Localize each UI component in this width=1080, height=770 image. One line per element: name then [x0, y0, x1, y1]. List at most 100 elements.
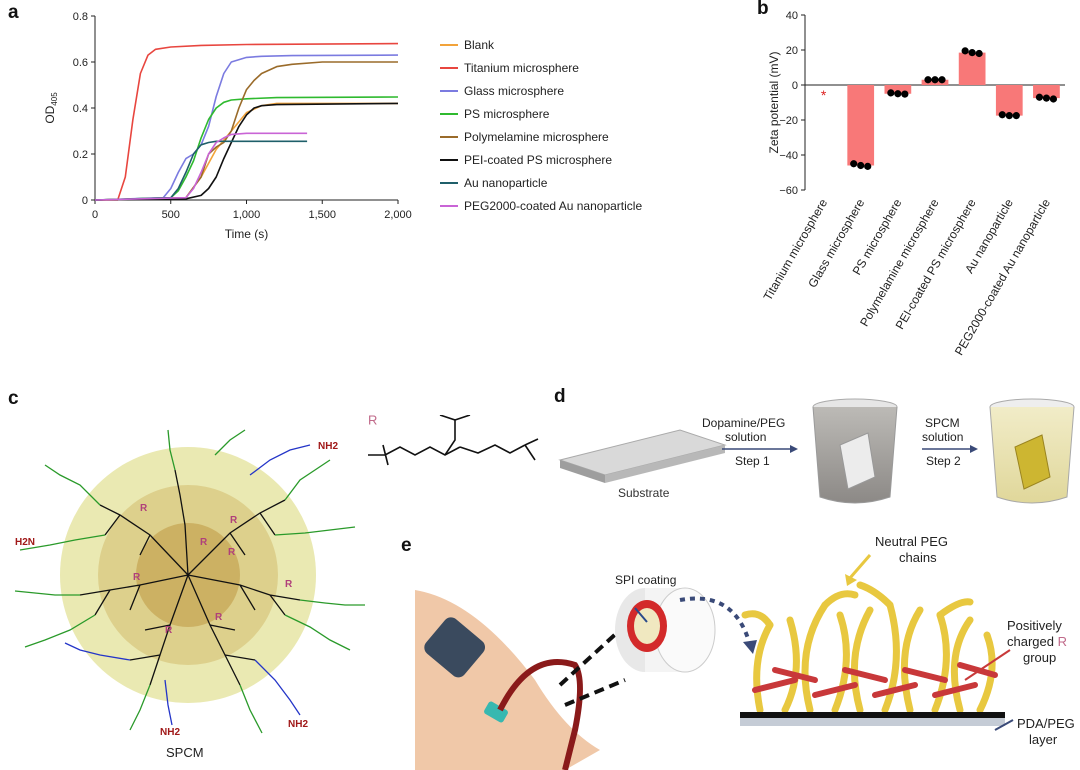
series-line-blank [94, 102, 398, 201]
data-point [894, 90, 902, 98]
catheter-cross-section [615, 587, 716, 673]
data-point [931, 76, 939, 84]
y-tick-label: 20 [786, 45, 798, 57]
step2-line2: solution [922, 430, 963, 444]
panel-label-c: c [8, 388, 19, 409]
legend-label-peg2000: PEG2000-coated Au nanoparticle [464, 199, 642, 213]
step2-arrowhead [970, 445, 978, 453]
step2-line3: Step 2 [926, 454, 961, 468]
panel-label-b: b [757, 0, 769, 19]
beaker-dopamine [812, 398, 898, 504]
series-line-ps [94, 96, 399, 201]
neutral-peg-arrowhead [845, 574, 857, 586]
data-point [1035, 93, 1044, 101]
spcm-h2n-label: H2N [15, 537, 35, 548]
y-tick-label: 0.2 [73, 149, 88, 161]
step1-arrowhead [790, 445, 798, 453]
y-tick-label: −40 [779, 150, 798, 162]
y-tick-label: 0.4 [73, 103, 88, 115]
zoom-dash-2 [564, 678, 626, 707]
positively-arrow [964, 649, 1011, 681]
zoom-arrowhead [743, 640, 757, 654]
svg-text:R: R [215, 612, 223, 623]
spcm-caption: SPCM [166, 745, 204, 760]
y-axis-label: Zeta potential (mV) [767, 51, 781, 153]
data-point [924, 76, 932, 84]
series-line-pei [94, 102, 399, 201]
x-tick-label: 1,000 [233, 209, 261, 221]
bar-4 [958, 52, 986, 85]
zoom-arrow [679, 596, 752, 646]
spcm-r-group-labels: R R R R R R R R [133, 503, 293, 636]
blood-contact-illustration: SPI coating Neutral PEG chains Positivel… [415, 534, 1075, 770]
data-point [864, 162, 872, 170]
data-point [968, 49, 976, 57]
series-line-glass [94, 54, 399, 201]
substrate-label: Substrate [618, 486, 670, 500]
series-line-titanium [95, 42, 399, 201]
positively-line3: group [1023, 650, 1056, 665]
data-point [901, 90, 909, 98]
svg-text:R: R [140, 503, 148, 514]
data-point [887, 89, 895, 97]
substrate-plate [558, 429, 727, 483]
panel-label-a: a [8, 2, 19, 23]
panel-label-e: e [401, 535, 412, 556]
spcm-blue-amine-chains [64, 444, 311, 726]
series-line-polymelamine [94, 61, 398, 201]
x-tick-label: 500 [162, 209, 180, 221]
spi-coating-label: SPI coating [615, 573, 676, 587]
data-point [961, 47, 969, 55]
legend-label-pei: PEI-coated PS microsphere [464, 153, 612, 167]
legend-label-au: Au nanoparticle [464, 176, 548, 190]
x-tick-label: 1,500 [308, 209, 336, 221]
spcm-nh2-label-top: NH2 [318, 441, 338, 452]
svg-text:R: R [133, 572, 141, 583]
legend-label-ps: PS microsphere [464, 107, 550, 121]
y-tick-label: 0.6 [73, 57, 88, 69]
pda-peg-layer-bar [740, 712, 1005, 718]
substrate-bar [740, 718, 1005, 726]
panel-label-d: d [554, 386, 566, 407]
data-point [1042, 94, 1051, 102]
y-tick-label: 0 [82, 195, 88, 207]
svg-text:R: R [285, 579, 293, 590]
positively-r: R [1058, 634, 1067, 649]
y-tick-label: 0 [792, 80, 798, 92]
pda-peg-line2: layer [1029, 732, 1058, 747]
spcm-structure-illustration: H2N NH2 NH2 NH2 R R R R R R R R SPCM R [14, 415, 539, 760]
data-point [938, 76, 946, 84]
pda-peg-line1: PDA/PEG [1017, 716, 1075, 731]
neutral-peg-line2: chains [899, 550, 937, 565]
spcm-nh2-label-right: NH2 [288, 719, 308, 730]
svg-text:R: R [200, 537, 208, 548]
data-point [1012, 112, 1020, 120]
x-tick-label: 2,000 [384, 209, 412, 221]
svg-text:R: R [230, 515, 238, 526]
data-point [857, 161, 865, 170]
bar-1 [847, 85, 875, 166]
data-point [850, 160, 858, 168]
neutral-peg-arrow [848, 554, 872, 579]
data-point [1049, 95, 1058, 103]
legend-label-glass: Glass microsphere [464, 84, 564, 98]
r-structure-title: R [368, 415, 377, 428]
y-tick-label: 0.8 [73, 11, 88, 23]
step1-line1: Dopamine/PEG [702, 416, 785, 430]
legend-label-polymelamine: Polymelamine microsphere [464, 130, 609, 144]
neutral-peg-line1: Neutral PEG [875, 534, 948, 549]
pda-peg-arrow [994, 719, 1014, 731]
category-label-0: Titanium microsphere [761, 196, 831, 303]
legend-label-titanium: Titanium microsphere [464, 61, 579, 75]
svg-text:R: R [228, 547, 236, 558]
step1-line2: solution [725, 430, 766, 444]
y-tick-label: 40 [786, 10, 798, 22]
y-axis-label: OD405 [43, 92, 59, 124]
y-tick-label: −60 [779, 185, 798, 197]
data-point [998, 111, 1006, 119]
bar-5 [995, 85, 1023, 116]
y-tick-label: −20 [779, 115, 798, 127]
svg-text:R: R [165, 625, 173, 636]
